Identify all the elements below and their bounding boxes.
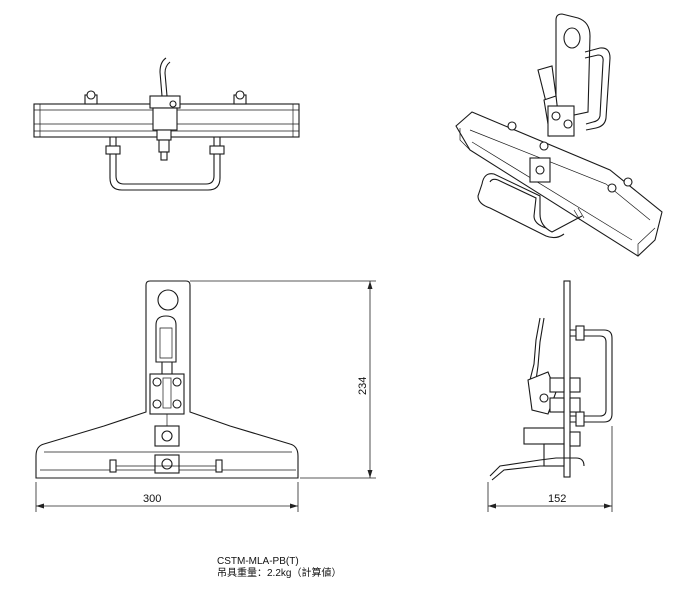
dimension-depth: 152 bbox=[487, 426, 613, 512]
isometric-view bbox=[455, 13, 663, 257]
drawing-caption: CSTM-MLA-PB(T) 吊具重量：2.2kg（計算値） bbox=[217, 556, 341, 580]
top-view bbox=[33, 57, 300, 191]
side-view bbox=[489, 280, 613, 481]
weight-note: 吊具重量：2.2kg（計算値） bbox=[217, 568, 342, 579]
width-dimension-label: 300 bbox=[143, 493, 161, 505]
front-view bbox=[35, 280, 299, 479]
depth-dimension-label: 152 bbox=[548, 493, 566, 505]
height-dimension-label: 234 bbox=[357, 377, 369, 395]
dimension-width: 300 bbox=[35, 482, 299, 512]
dimension-height: 234 bbox=[190, 280, 376, 479]
model-name: CSTM-MLA-PB(T) bbox=[217, 556, 299, 567]
